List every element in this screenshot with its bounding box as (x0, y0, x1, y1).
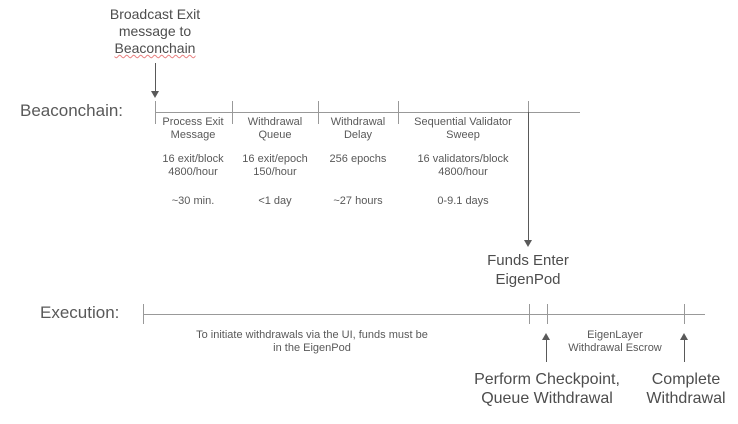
phase-title: Withdrawal Delay (330, 116, 386, 141)
timeline-tick (547, 304, 548, 324)
phase-rate: 256 epochs (329, 153, 387, 165)
checkpoint-arrow-line (546, 340, 547, 362)
beaconchain-timeline (155, 112, 580, 113)
execution-timeline (143, 314, 705, 315)
funds-enter-eigenpod-note: Funds Enter EigenPod (487, 252, 569, 288)
phase-rate: 16 exit/block 4800/hour (162, 153, 224, 178)
phase-title: Process Exit Message (162, 116, 224, 141)
phase-withdrawal-delay: Withdrawal Delay 256 epochs ~27 hours (298, 116, 418, 216)
timeline-tick (529, 304, 530, 324)
timeline-tick (318, 101, 319, 124)
phase-rate: 16 exit/epoch 150/hour (242, 153, 308, 178)
complete-arrow-up-head (680, 333, 688, 340)
broadcast-arrow-line (155, 63, 156, 91)
execution-row-label: Execution: (40, 303, 120, 322)
phase-duration: ~27 hours (333, 195, 383, 207)
funds-arrow-line (528, 112, 529, 240)
broadcast-arrow-down-head (151, 91, 159, 98)
timeline-tick (155, 101, 156, 124)
initiate-withdrawals-note: To initiate withdrawals via the UI, fund… (196, 329, 428, 354)
phase-title: Sequential Validator Sweep (414, 116, 512, 141)
phase-withdrawal-queue: Withdrawal Queue 16 exit/epoch 150/hour … (215, 116, 335, 216)
phase-duration: <1 day (258, 195, 292, 207)
timeline-tick (143, 304, 144, 324)
phase-rate: 16 validators/block 4800/hour (417, 153, 509, 178)
broadcast-exit-text: Broadcast Exit message to (109, 6, 201, 39)
perform-checkpoint-note: Perform Checkpoint, Queue Withdrawal (474, 371, 620, 407)
beaconchain-row-label: Beaconchain: (20, 101, 124, 120)
eigenlayer-withdrawal-escrow-note: EigenLayer Withdrawal Escrow (568, 329, 662, 354)
timeline-tick (398, 101, 399, 124)
phase-sequential-validator-sweep: Sequential Validator Sweep 16 validators… (393, 116, 533, 216)
phase-title: Withdrawal Queue (247, 116, 303, 141)
phase-process-exit-message: Process Exit Message 16 exit/block 4800/… (133, 116, 253, 216)
phase-duration: 0-9.1 days (437, 195, 489, 207)
timeline-tick (232, 101, 233, 124)
phase-duration: ~30 min. (171, 195, 215, 207)
complete-withdrawal-note: Complete Withdrawal (646, 371, 726, 407)
misspelled-word-beaconchain: Beaconchain (114, 40, 196, 56)
checkpoint-arrow-up-head (542, 333, 550, 340)
complete-arrow-line (684, 340, 685, 362)
funds-arrow-down-head (524, 240, 532, 247)
timeline-tick (684, 304, 685, 324)
